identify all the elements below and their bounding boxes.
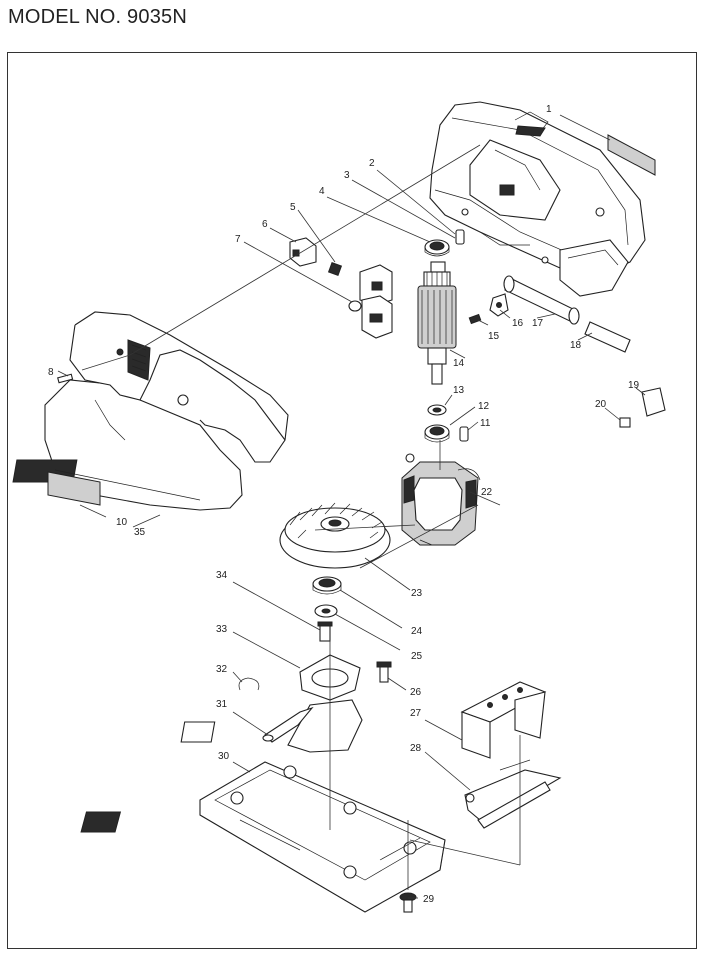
bearing-part-24 <box>312 576 342 595</box>
part-number-10: 10 <box>116 517 128 528</box>
housing-right-part <box>429 101 646 297</box>
part-number-27: 27 <box>410 708 422 719</box>
screw-part-8 <box>57 373 74 384</box>
part-number-5: 5 <box>290 202 296 213</box>
pin-part-11 <box>459 426 469 442</box>
fan-part-23 <box>279 502 391 569</box>
part-number-1: 1 <box>546 104 552 115</box>
part-number-26: 26 <box>410 687 422 698</box>
carbon-brush-part-5 <box>327 261 343 277</box>
brush-cap-part-6 <box>289 237 317 267</box>
leader-lines <box>57 114 646 899</box>
part-number-35: 35 <box>134 527 146 538</box>
part-number-32: 32 <box>216 664 228 675</box>
part-number-16: 16 <box>512 318 524 329</box>
part-number-2: 2 <box>369 158 375 169</box>
capacitor-part-19 <box>641 387 666 417</box>
part-number-28: 28 <box>410 743 422 754</box>
screw-part-34 <box>317 621 333 642</box>
bearing-part-4 <box>424 239 450 257</box>
label-plate-icon <box>607 134 656 176</box>
plate-part-31 <box>180 699 363 753</box>
label-plate-10-icon <box>47 471 101 506</box>
part-number-23: 23 <box>411 588 423 599</box>
clip-part-32 <box>238 677 260 691</box>
part-number-24: 24 <box>411 626 423 637</box>
bracket-part-27 <box>460 681 547 759</box>
part-number-18: 18 <box>570 340 582 351</box>
field-part-22 <box>401 453 481 546</box>
part-number-13: 13 <box>453 385 465 396</box>
housing-left-part <box>12 311 289 511</box>
part-number-34: 34 <box>216 570 228 581</box>
screw-part-29 <box>399 892 417 913</box>
part-number-30: 30 <box>218 751 230 762</box>
part-number-20: 20 <box>595 399 607 410</box>
pin-part-2 <box>455 229 465 245</box>
cord-guard-part-17 <box>503 275 580 325</box>
cord-part-18 <box>584 321 631 353</box>
terminal-part-20 <box>619 417 631 428</box>
model-title: MODEL NO. 9035N <box>8 6 187 28</box>
part-number-29: 29 <box>423 894 435 905</box>
part-number-33: 33 <box>216 624 228 635</box>
part-number-12: 12 <box>478 401 490 412</box>
base-pad-part-30 <box>80 761 446 913</box>
part-number-6: 6 <box>262 219 268 230</box>
part-number-3: 3 <box>344 170 350 181</box>
bearing-part-12 <box>424 424 450 443</box>
part-number-4: 4 <box>319 186 325 197</box>
part-number-15: 15 <box>488 331 500 342</box>
part-number-25: 25 <box>411 651 423 662</box>
part-number-7: 7 <box>235 234 241 245</box>
armature-part-14 <box>417 261 457 385</box>
diagram-frame <box>7 52 697 949</box>
part-number-8: 8 <box>48 367 54 378</box>
paper-clamp-part-28 <box>464 759 562 829</box>
part-number-17: 17 <box>532 318 544 329</box>
part-number-11: 11 <box>480 418 491 429</box>
screw-part-26 <box>376 661 392 683</box>
part-number-14: 14 <box>453 358 465 369</box>
part-number-19: 19 <box>628 380 640 391</box>
part-numbers: 1 2 3 4 5 6 7 8 10 11 12 13 14 15 16 17 … <box>48 104 640 905</box>
part-number-31: 31 <box>216 699 228 710</box>
part-number-22: 22 <box>481 487 493 498</box>
screw-part-15 <box>468 313 482 325</box>
switch-part-7 <box>348 264 393 339</box>
